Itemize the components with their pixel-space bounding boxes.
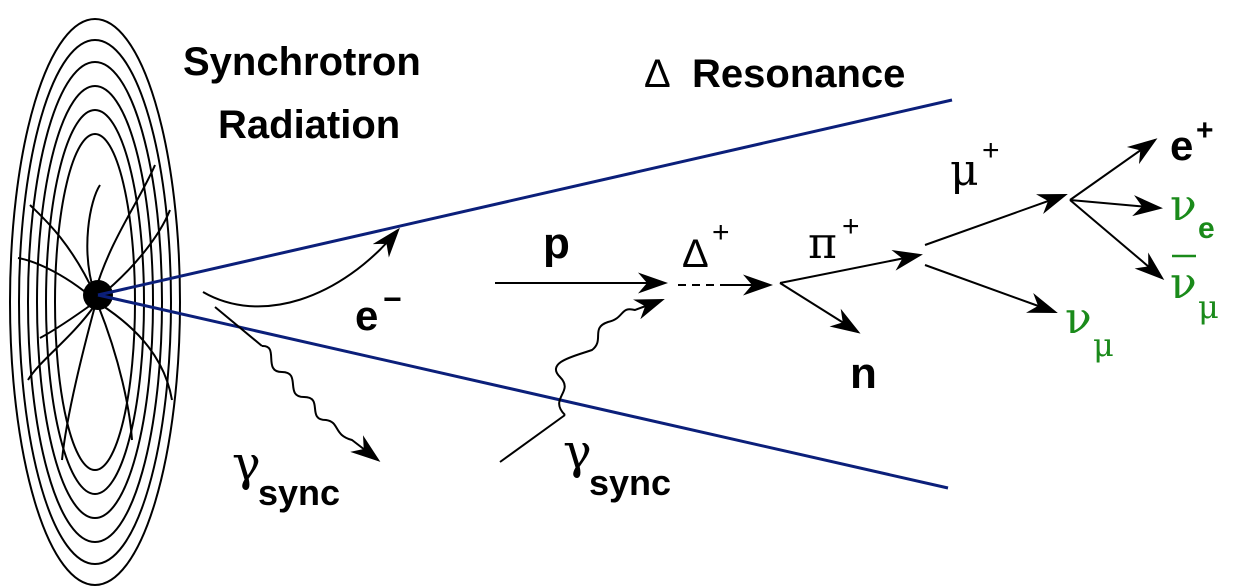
- neutron-arrow: [779, 282, 861, 334]
- nu-mu-bar-subscript: μ: [1198, 288, 1219, 326]
- jet-lower-line: [97, 293, 949, 490]
- source-rings: [9, 18, 181, 586]
- positron-arrow: [1069, 138, 1158, 201]
- electron-charge: −: [383, 281, 402, 317]
- positron-label: e: [1170, 122, 1193, 169]
- nu-e-symbol: ν: [1170, 180, 1197, 231]
- jet-upper-line: [97, 98, 953, 297]
- radiation-label: Radiation: [218, 103, 400, 147]
- gamma2-subscript: sync: [589, 462, 671, 503]
- photon1-wave: [261, 344, 381, 462]
- muon-arrow: [924, 193, 1068, 246]
- electron-label: e: [355, 292, 378, 339]
- gamma1-subscript: sync: [258, 472, 340, 513]
- gamma1-symbol: γ: [232, 436, 261, 492]
- muon-charge: +: [982, 134, 1000, 167]
- neutron-label: n: [850, 349, 877, 398]
- electron-arrow: [202, 227, 400, 308]
- nu-e-arrow: [1069, 195, 1163, 217]
- photon1-tail: [214, 306, 263, 347]
- positron-charge: +: [1196, 114, 1214, 147]
- delta-resonance-symbol: Δ: [644, 52, 671, 96]
- synchrotron-label: Synchrotron: [183, 40, 421, 84]
- nu-mu-bar-symbol: ν: [1170, 258, 1197, 309]
- gamma2-symbol: γ: [563, 424, 592, 480]
- photon2-wave: [555, 298, 665, 416]
- nu-mu-subscript: μ: [1093, 326, 1114, 364]
- field-lines: [17, 164, 173, 461]
- proton-label: p: [543, 219, 570, 268]
- delta-plus-charge: +: [712, 216, 730, 249]
- nu-e-subscript: e: [1198, 212, 1215, 245]
- pion-arrow: [779, 249, 923, 284]
- delta-resonance-label: Resonance: [692, 52, 905, 96]
- nu-mu-arrow: [924, 264, 1058, 314]
- pion-charge: +: [842, 210, 860, 243]
- muon-label: μ: [950, 145, 979, 196]
- delta-plus-label: Δ: [682, 232, 709, 276]
- pion-label: π: [808, 218, 837, 269]
- nu-mu-bar-arrow: [1069, 199, 1165, 280]
- photon2-tail: [499, 414, 566, 463]
- nu-mu-symbol: ν: [1065, 293, 1092, 344]
